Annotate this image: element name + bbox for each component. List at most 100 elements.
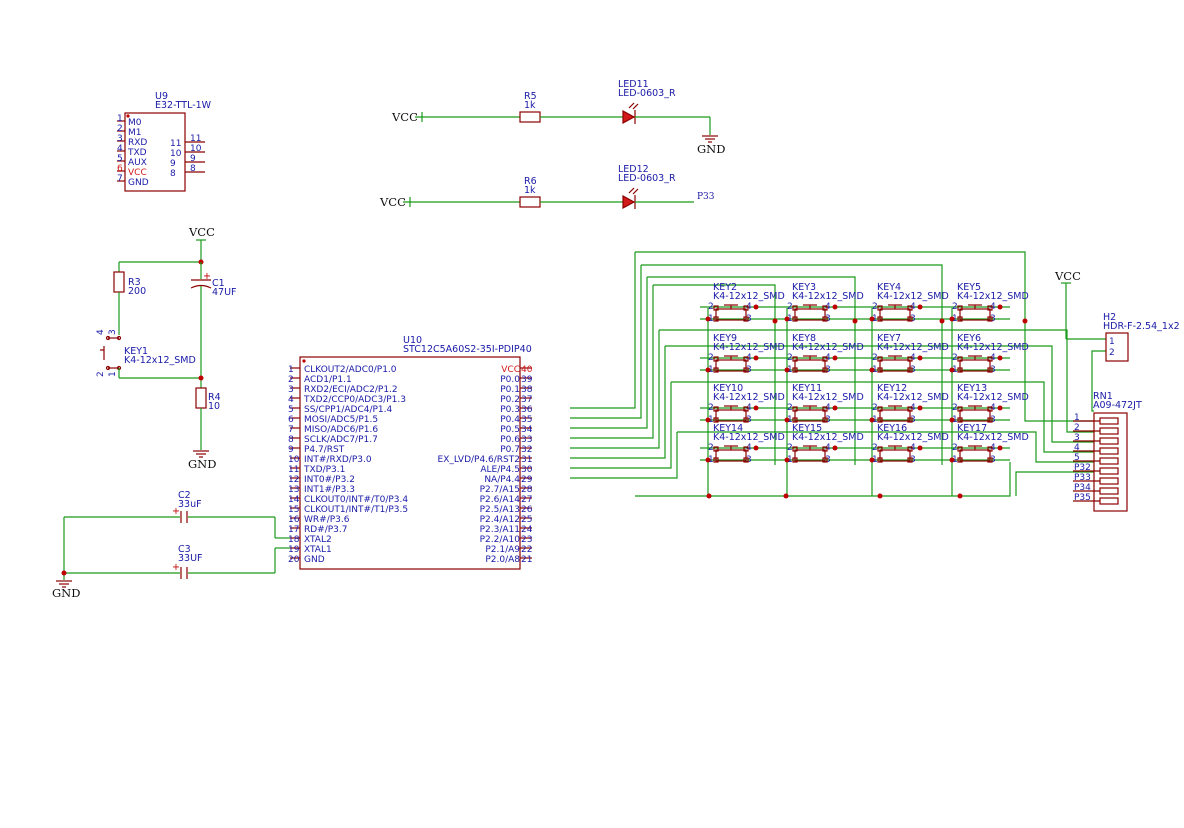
key-pin: 3 xyxy=(825,314,831,324)
u10-pin-name: P0.0 xyxy=(500,375,520,385)
key-value: K4-12x12_SMD xyxy=(877,342,949,353)
u10-pin-num: 29 xyxy=(521,475,533,485)
key-ref: KEY16 xyxy=(877,423,907,434)
key-pin: 4 xyxy=(746,302,752,312)
u10-pin-num: 36 xyxy=(521,405,533,415)
u10-pin-num: 25 xyxy=(521,515,532,525)
key-value: K4-12x12_SMD xyxy=(792,432,864,443)
c3-ref: C3 xyxy=(178,544,191,555)
u10-pin-name: RXD2/ECI/ADC2/P1.2 xyxy=(304,385,398,395)
key-pin: 4 xyxy=(990,302,996,312)
u10-pin-num: 11 xyxy=(288,465,299,475)
h2-pin2: 2 xyxy=(1109,348,1115,358)
key-value: K4-12x12_SMD xyxy=(957,392,1029,403)
key-pin: 4 xyxy=(910,443,916,453)
u9-pin-num: 5 xyxy=(117,154,123,164)
key-pin: 3 xyxy=(825,365,831,375)
u10-pin-name: P2.1/A9 xyxy=(485,545,520,555)
u9-pin-name: VCC xyxy=(128,168,147,178)
rn1-value: A09-472JT xyxy=(1093,400,1142,411)
u9-pin-name: RXD xyxy=(128,138,147,148)
u10-pin-num: 5 xyxy=(288,405,294,415)
key-pin: 4 xyxy=(990,403,996,413)
u10-pin-name: ALE/P4.5 xyxy=(480,465,520,475)
u9-pin-num: 2 xyxy=(117,124,123,134)
u10-pin-name: P2.5/A13 xyxy=(480,505,520,515)
led12-ref: LED12 xyxy=(618,164,649,175)
u10-pin-name: P0.4 xyxy=(500,415,520,425)
key-ref: KEY7 xyxy=(877,333,901,344)
u10-pin-name: SS/CPP1/ADC4/P1.4 xyxy=(304,405,392,415)
key-ref: KEY14 xyxy=(713,423,743,434)
r4-value: 10 xyxy=(208,401,220,412)
u10-pin-name: MISO/ADC6/P1.6 xyxy=(304,425,378,435)
u10-pin-name: P0.2 xyxy=(500,395,520,405)
key-value: K4-12x12_SMD xyxy=(713,432,785,443)
key-pin: 2 xyxy=(708,403,714,413)
key-pin: 1 xyxy=(708,314,714,324)
u10-pin-num: 17 xyxy=(288,525,299,535)
key-value: K4-12x12_SMD xyxy=(957,432,1029,443)
u10-body xyxy=(299,356,521,570)
key-pin: 4 xyxy=(910,403,916,413)
gnd-label-led11: GND xyxy=(697,142,725,156)
svg-text:+: + xyxy=(172,562,180,573)
r5-ref: R5 xyxy=(524,91,537,102)
u10-pin-num: 27 xyxy=(521,495,532,505)
u10-value: STC12C5A60S2-35I-PDIP40 xyxy=(403,344,532,355)
key-value: K4-12x12_SMD xyxy=(713,291,785,302)
key-pin: 4 xyxy=(990,353,996,363)
key-pin: 3 xyxy=(910,365,916,375)
key-pin: 1 xyxy=(708,365,714,375)
vcc-label-reset: VCC xyxy=(188,225,215,239)
u10-pin-num: 6 xyxy=(288,415,294,425)
key-pin: 4 xyxy=(825,353,831,363)
key1-pin4: 4 xyxy=(96,329,106,335)
rn1-pin: P35 xyxy=(1074,493,1091,503)
u10-pin-num: 16 xyxy=(288,515,300,525)
u10-pin-name: ACD1/P1.1 xyxy=(304,375,352,385)
u9-pin-outer: 9 xyxy=(190,154,196,164)
u10-pin-name: CLKOUT0/INT#/T0/P3.4 xyxy=(304,495,408,505)
key-pin: 1 xyxy=(952,365,958,375)
u10-pin-num: 10 xyxy=(288,455,300,465)
u9-pin-inner: 10 xyxy=(170,149,182,159)
h2-ref: H2 xyxy=(1103,312,1116,323)
u9-value: E32-TTL-1W xyxy=(155,100,212,111)
key-ref: KEY3 xyxy=(792,282,816,293)
u10-pin-num: 34 xyxy=(521,425,533,435)
key-pin: 2 xyxy=(787,302,793,312)
u10-pin-name: P0.7 xyxy=(500,445,520,455)
u9-pin-name: TXD xyxy=(127,148,147,158)
key-pin: 4 xyxy=(746,353,752,363)
u9-pin-inner: 8 xyxy=(170,169,176,179)
key1-pin1: 1 xyxy=(108,371,118,377)
key-value: K4-12x12_SMD xyxy=(792,342,864,353)
key1-value: K4-12x12_SMD xyxy=(124,355,196,366)
rn1-pin: 4 xyxy=(1074,443,1080,453)
key-pin: 2 xyxy=(787,403,793,413)
key-pin: 1 xyxy=(952,415,958,425)
key-pin: 1 xyxy=(787,314,793,324)
c2-ref: C2 xyxy=(178,490,191,501)
gnd-symbol-led11 xyxy=(702,135,718,143)
u10-pin-num: 40 xyxy=(521,365,533,375)
u9-pin-outer: 11 xyxy=(190,134,201,144)
u9-pin-name: M1 xyxy=(128,128,142,138)
u10-pin-name: P2.2/A10 xyxy=(480,535,521,545)
r5-body xyxy=(519,111,541,123)
u10-pin-name: P4.7/RST xyxy=(304,445,345,455)
key-pin: 2 xyxy=(952,403,958,413)
u10-pin-name: P2.6/A14 xyxy=(480,495,521,505)
svg-text:+: + xyxy=(203,271,211,282)
